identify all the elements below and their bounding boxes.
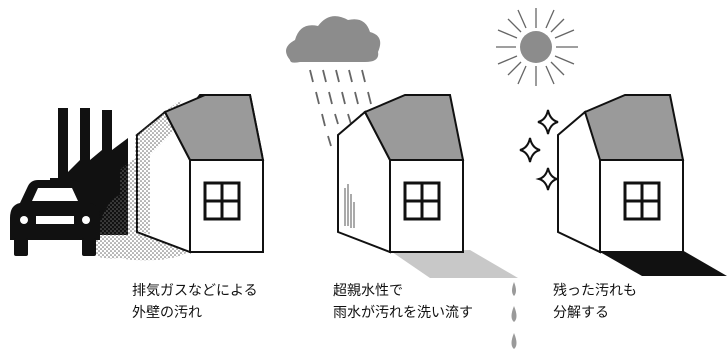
black-shadow <box>600 250 727 276</box>
panel-pollution <box>10 94 265 261</box>
house-3 <box>557 94 685 254</box>
window-icon <box>403 181 441 221</box>
caption-line: 分解する <box>553 305 609 321</box>
caption-rain: 超親水性で 雨水が汚れを洗い流す <box>333 280 473 324</box>
caption-pollution: 排気ガスなどによる 外壁の汚れ <box>132 280 258 324</box>
caption-line: 排気ガスなどによる <box>132 283 258 299</box>
cloud-icon <box>286 16 381 63</box>
panel-rain <box>286 16 518 349</box>
caption-line: 超親水性で <box>333 283 403 299</box>
window-icon <box>623 181 661 221</box>
caption-sun: 残った汚れも 分解する <box>553 280 637 324</box>
caption-line: 雨水が汚れを洗い流す <box>333 305 473 321</box>
window-icon <box>203 181 241 221</box>
caption-line: 残った汚れも <box>553 283 637 299</box>
house-2 <box>337 94 465 254</box>
house-1 <box>135 94 265 254</box>
sun-icon <box>496 8 578 86</box>
residue-lines <box>344 184 355 228</box>
caption-line: 外壁の汚れ <box>132 305 202 321</box>
car-icon <box>10 180 100 256</box>
panel-sun <box>496 8 727 276</box>
drops-icon <box>511 282 517 349</box>
runoff-shadow <box>392 250 518 278</box>
